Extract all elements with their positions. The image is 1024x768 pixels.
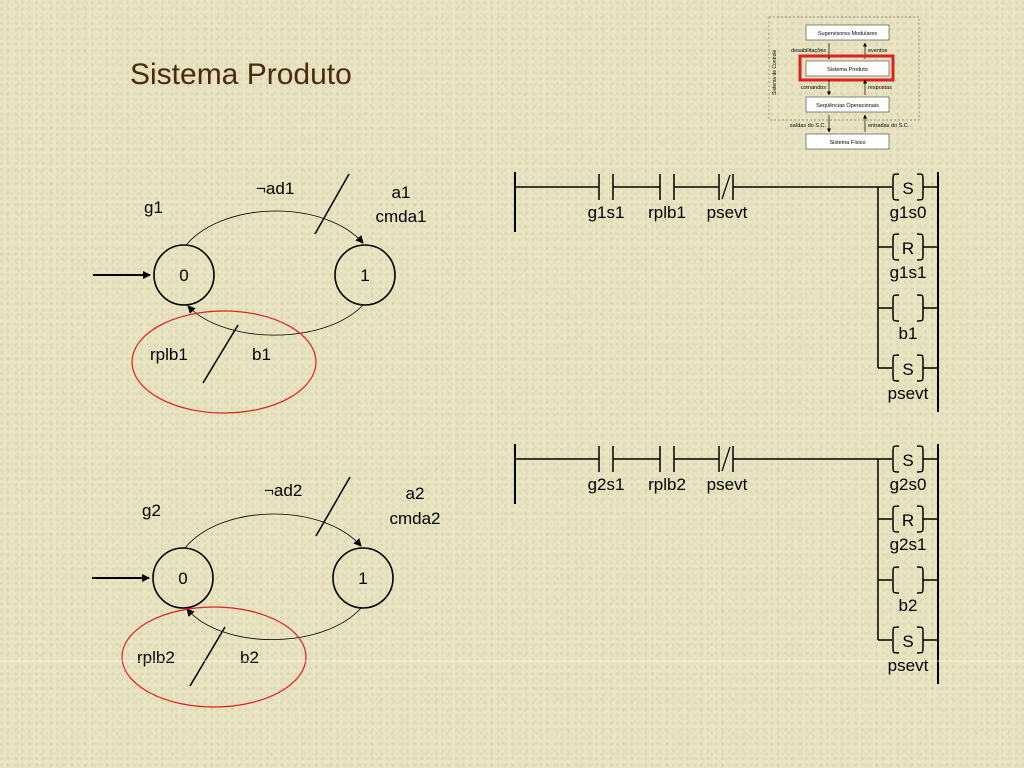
contact-psevt-negation [721, 174, 731, 200]
coil-4-name: psevt [888, 384, 929, 403]
coil-1-symbol: S [902, 451, 913, 470]
automaton-name: g1 [144, 198, 163, 217]
automaton-name: g2 [142, 501, 161, 520]
coil-1-name: g1s0 [890, 203, 927, 222]
ladder-rung-1: g1s1 rplb1 psevt S g1s0 R g1s1 b1 S psev… [514, 172, 939, 412]
state-0 [153, 244, 215, 306]
inputs-label: entradas do S.C. [868, 123, 910, 129]
ladder-rung-2: g2s1 rplb2 psevt S g2s0 R g2s1 b2 S psev… [514, 444, 939, 684]
state-1 [334, 244, 396, 306]
coil-2-name: g2s1 [890, 535, 927, 554]
contact-label-3: psevt [707, 203, 748, 222]
events-label: eventos [868, 48, 888, 54]
transition-top [185, 210, 364, 246]
top-output-2: cmda2 [389, 509, 440, 528]
physical-box [805, 133, 890, 150]
coil-2 [878, 505, 938, 533]
product-highlight [798, 54, 895, 82]
top-slash [315, 476, 351, 537]
state-1-label: 1 [358, 569, 367, 588]
disables-label: desabilitações [791, 48, 826, 54]
supervisors-box [805, 24, 890, 41]
sequences-box [805, 96, 890, 113]
coil-4-name: psevt [888, 656, 929, 675]
control-system-frame [768, 16, 920, 121]
contact-label-1: g2s1 [588, 475, 625, 494]
coil-1 [878, 173, 938, 201]
outputs-label: saídas do S.C. [790, 123, 827, 129]
state-1 [332, 547, 394, 609]
coil-3 [878, 294, 938, 322]
bottom-output: b1 [252, 345, 271, 364]
top-event: ¬ad2 [264, 481, 302, 500]
coil-3 [878, 566, 938, 594]
coil-4-symbol: S [902, 632, 913, 651]
transition-top [184, 513, 362, 549]
coil-2-name: g1s1 [890, 263, 927, 282]
contact-label-1: g1s1 [588, 203, 625, 222]
bottom-event: rplb2 [137, 648, 175, 667]
automaton-g1: g1 0 1 ¬ad1 a1 cmda1 rplb1 b1 [93, 173, 427, 414]
coil-3-name: b2 [899, 596, 918, 615]
contact-label-2: rplb2 [648, 475, 686, 494]
top-slash [314, 173, 350, 235]
transition-bottom [186, 607, 362, 640]
transition-bottom [187, 304, 364, 336]
commands-label: comandos [801, 85, 827, 91]
bottom-slash [189, 626, 226, 687]
coil-2-symbol: R [902, 239, 914, 258]
automaton-g2: g2 0 1 ¬ad2 a2 cmda2 rplb2 b2 [92, 476, 441, 708]
state-1-label: 1 [360, 266, 369, 285]
state-0 [152, 547, 214, 609]
coil-1-name: g2s0 [890, 475, 927, 494]
contact-label-3: psevt [707, 475, 748, 494]
bottom-output: b2 [240, 648, 259, 667]
product-box [805, 60, 890, 77]
sequences-label: Seqüências Operacionais [816, 103, 879, 109]
top-output-1: a2 [406, 484, 425, 503]
coil-1 [878, 445, 938, 473]
coil-4 [878, 626, 938, 654]
bottom-event: rplb1 [150, 345, 188, 364]
state-0-label: 0 [178, 569, 187, 588]
highlight-ellipse [131, 310, 317, 414]
coil-4-symbol: S [902, 360, 913, 379]
product-label: Sistema Produto [827, 67, 868, 73]
physical-label: Sistema Físico [829, 140, 865, 146]
hierarchy-thumbnail: Sistema de Controle Supervisores Modular… [768, 16, 920, 150]
slide-title: Sistema Produto [130, 58, 352, 91]
control-system-label: Sistema de Controle [772, 49, 778, 95]
coil-3-name: b1 [899, 324, 918, 343]
top-output-2: cmda1 [375, 207, 426, 226]
contact-label-2: rplb1 [648, 203, 686, 222]
contact-psevt-negation [721, 446, 731, 472]
state-0-label: 0 [179, 266, 188, 285]
top-output-1: a1 [392, 183, 411, 202]
coil-1-symbol: S [902, 179, 913, 198]
coil-4 [878, 354, 938, 382]
coil-2 [878, 233, 938, 261]
supervisors-label: Supervisores Modulares [818, 31, 878, 37]
bottom-slash [202, 324, 239, 384]
responses-label: respostas [868, 85, 892, 91]
top-event: ¬ad1 [256, 179, 294, 198]
coil-2-symbol: R [902, 511, 914, 530]
highlight-ellipse [121, 606, 307, 708]
